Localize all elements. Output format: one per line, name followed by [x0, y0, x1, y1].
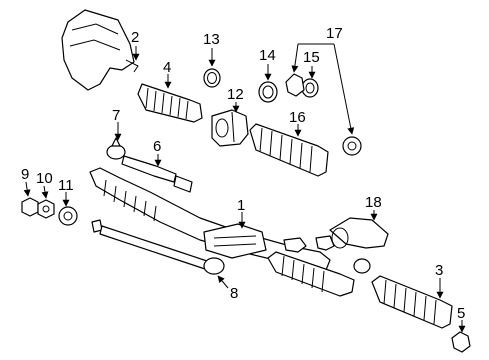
callout-13: 13 [203, 31, 220, 48]
heat-shield-part [61, 9, 139, 91]
upper-boot-part [137, 83, 203, 123]
nut-9-part [21, 197, 39, 217]
boot-3-part [371, 275, 453, 329]
washer-10-part [37, 199, 55, 219]
callout-17: 17 [326, 25, 343, 42]
callout-10: 10 [36, 170, 53, 187]
mount-bushing-part [211, 109, 249, 147]
bushing-11-part [58, 206, 78, 226]
callout-1: 1 [237, 197, 245, 214]
lower-boot-part [249, 123, 329, 177]
callout-2: 2 [131, 29, 139, 46]
steering-rack-housing-part [89, 167, 335, 271]
ring-seal-part [203, 68, 221, 88]
callout-labels: 2 4 13 12 14 15 17 16 7 6 9 10 11 1 8 18… [21, 25, 465, 322]
callout-5: 5 [457, 305, 465, 322]
callout-4: 4 [163, 59, 171, 76]
tie-rod-end-7-part [106, 137, 126, 160]
ring-15-part [301, 78, 319, 98]
inner-tie-rod-6-part [121, 155, 193, 193]
outer-tie-rod-8-part [91, 219, 225, 275]
callout-6: 6 [153, 138, 161, 155]
callout-15: 15 [303, 49, 320, 66]
callout-8: 8 [230, 285, 238, 302]
right-boot-part [267, 251, 371, 297]
callout-16: 16 [289, 109, 306, 126]
callout-3: 3 [435, 262, 443, 279]
ring-14-part [258, 81, 278, 103]
clamp-5-part [451, 331, 471, 353]
callout-14: 14 [259, 47, 276, 64]
callout-12: 12 [227, 86, 244, 103]
clamp-17-upper-part [285, 73, 305, 97]
grommet-18-part [329, 217, 389, 249]
callout-9: 9 [21, 166, 29, 183]
leader-lines [23, 43, 466, 333]
clamp-17-lower-part [342, 136, 362, 156]
callout-11: 11 [58, 177, 74, 194]
callout-18: 18 [365, 194, 382, 211]
callout-7: 7 [112, 107, 120, 124]
